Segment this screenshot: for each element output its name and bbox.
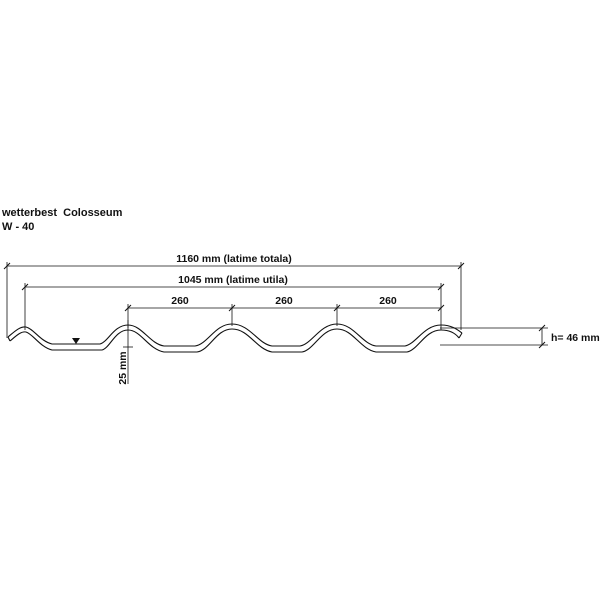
pitch-label-1: 260 — [171, 295, 189, 307]
depth-label: 25 mm — [117, 351, 129, 384]
product-model: W - 40 — [2, 221, 35, 233]
overlap-marker-icon — [72, 338, 80, 344]
pitch-label-2: 260 — [275, 295, 293, 307]
tile-profile — [7, 323, 463, 353]
pitch-label-3: 260 — [379, 295, 397, 307]
dimension-ticks — [3, 262, 546, 349]
profile-bottom-edge — [9, 328, 460, 353]
height-label: h= 46 mm — [551, 332, 600, 344]
total-width-label: 1160 mm (latime totala) — [176, 253, 292, 265]
profile-top-edge — [7, 323, 463, 347]
product-title: wetterbest Colosseum — [2, 207, 123, 219]
useful-width-label: 1045 mm (latime utila) — [178, 274, 288, 286]
profile-right-end — [458, 332, 463, 339]
profile-left-end — [7, 336, 11, 342]
